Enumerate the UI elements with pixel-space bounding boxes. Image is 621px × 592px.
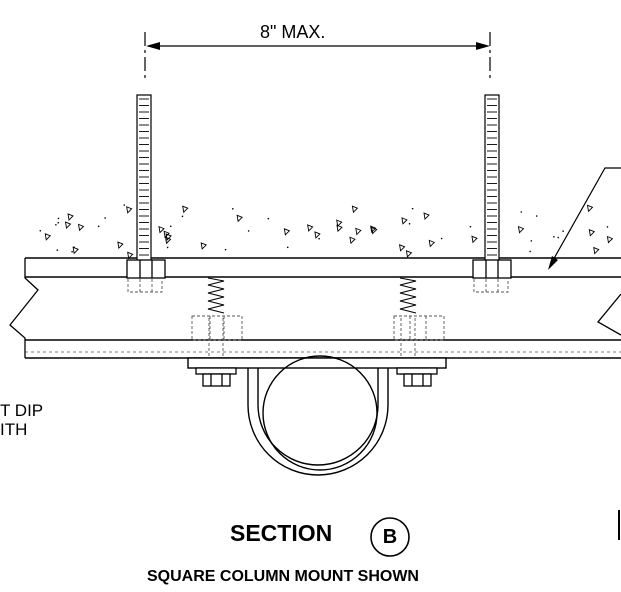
aggregate-dot bbox=[411, 207, 414, 210]
right-spring bbox=[399, 277, 417, 314]
pipe-clamp bbox=[187, 355, 447, 476]
aggregate-stone bbox=[423, 212, 430, 221]
aggregate-dot bbox=[318, 237, 320, 240]
leader-line bbox=[548, 167, 621, 270]
aggregate-stone bbox=[236, 214, 243, 223]
aggregate-stone bbox=[586, 204, 594, 213]
aggregate-dot bbox=[286, 246, 289, 249]
section-subtitle: SQUARE COLUMN MOUNT SHOWN bbox=[147, 568, 419, 585]
aggregate-dot bbox=[247, 230, 250, 232]
aggregate-dot bbox=[231, 208, 234, 210]
aggregate-stone bbox=[67, 213, 74, 221]
aggregate-dot bbox=[535, 215, 538, 217]
steel-plate bbox=[9, 258, 621, 359]
aggregate-stone bbox=[182, 205, 189, 214]
aggregate-stone bbox=[164, 236, 172, 245]
aggregate-dot bbox=[71, 250, 73, 253]
right-bottom-nut bbox=[396, 367, 438, 387]
aggregate-dot bbox=[606, 226, 609, 228]
section-bubble-letter: B bbox=[382, 526, 398, 548]
aggregate-stone bbox=[314, 231, 321, 239]
aggregate-stone bbox=[283, 228, 291, 236]
aggregate-stone bbox=[398, 244, 406, 252]
pipe bbox=[262, 355, 378, 471]
aggregate-stone bbox=[77, 223, 85, 232]
aggregate-stone bbox=[349, 236, 356, 245]
aggregate-dot bbox=[469, 225, 472, 228]
aggregate-dot bbox=[123, 204, 126, 206]
aggregate-dot bbox=[562, 230, 564, 232]
aggregate-stone bbox=[72, 246, 79, 255]
right-threaded-rod bbox=[484, 94, 500, 264]
cut-off-note-line-2: ITH bbox=[0, 420, 28, 439]
aggregate-stone bbox=[405, 250, 413, 258]
aggregate-dot bbox=[529, 250, 531, 253]
aggregate-stone bbox=[471, 235, 478, 244]
aggregate-dot bbox=[39, 229, 42, 232]
aggregate-dot bbox=[224, 248, 227, 251]
aggregate-stone bbox=[307, 224, 314, 232]
aggregate-stone bbox=[200, 242, 207, 250]
aggregate-stone bbox=[351, 205, 359, 214]
aggregate-stone bbox=[163, 230, 170, 239]
right-top-nut bbox=[472, 259, 512, 279]
dimension-label: 8" MAX. bbox=[260, 22, 326, 42]
aggregate-dot bbox=[553, 235, 555, 238]
aggregate-stone bbox=[588, 228, 596, 237]
aggregate-stone bbox=[370, 225, 377, 234]
aggregate-stone bbox=[517, 225, 525, 234]
aggregate-stone bbox=[606, 235, 614, 244]
cut-off-note-line-1: T DIP bbox=[0, 401, 44, 420]
aggregate-stone bbox=[158, 225, 165, 234]
section-title: SECTION bbox=[230, 520, 333, 546]
aggregate-dot bbox=[97, 225, 100, 228]
aggregate-dot bbox=[169, 225, 172, 228]
aggregate-stone bbox=[593, 246, 600, 255]
aggregate-dot bbox=[55, 223, 57, 226]
concrete-aggregate bbox=[39, 204, 614, 260]
aggregate-stone bbox=[401, 217, 408, 225]
aggregate-dot bbox=[166, 246, 169, 249]
aggregate-dot bbox=[57, 221, 60, 224]
aggregate-stone bbox=[127, 251, 134, 260]
section-bubble bbox=[370, 517, 410, 557]
dimension-line bbox=[144, 32, 491, 78]
hidden-nuts bbox=[127, 279, 509, 293]
aggregate-dot bbox=[530, 240, 533, 242]
aggregate-stone bbox=[117, 241, 124, 250]
left-top-nut bbox=[126, 259, 166, 279]
aggregate-stone bbox=[44, 233, 52, 241]
rod-threads bbox=[487, 98, 497, 256]
aggregate-stone bbox=[165, 233, 172, 241]
aggregate-dot bbox=[440, 237, 443, 240]
left-spring bbox=[207, 277, 225, 314]
aggregate-stone bbox=[428, 239, 436, 248]
left-bottom-nut bbox=[195, 367, 237, 387]
aggregate-stone bbox=[336, 224, 343, 233]
aggregate-dot bbox=[57, 217, 60, 220]
aggregate-dot bbox=[520, 211, 523, 213]
aggregate-stone bbox=[126, 206, 133, 214]
left-threaded-rod bbox=[136, 94, 152, 264]
aggregate-stone bbox=[336, 219, 343, 228]
aggregate-stone bbox=[64, 221, 72, 230]
aggregate-dot bbox=[56, 249, 59, 251]
aggregate-dot bbox=[557, 236, 560, 239]
aggregate-stone bbox=[371, 226, 378, 235]
aggregate-dot bbox=[104, 217, 106, 219]
aggregate-stone bbox=[355, 227, 362, 236]
aggregate-dot bbox=[408, 222, 411, 225]
concrete-slab bbox=[25, 204, 621, 260]
cut-off-note: T DIP ITH bbox=[0, 401, 43, 439]
aggregate-dot bbox=[267, 217, 270, 220]
rod-threads bbox=[139, 98, 149, 256]
aggregate-dot bbox=[181, 215, 184, 218]
